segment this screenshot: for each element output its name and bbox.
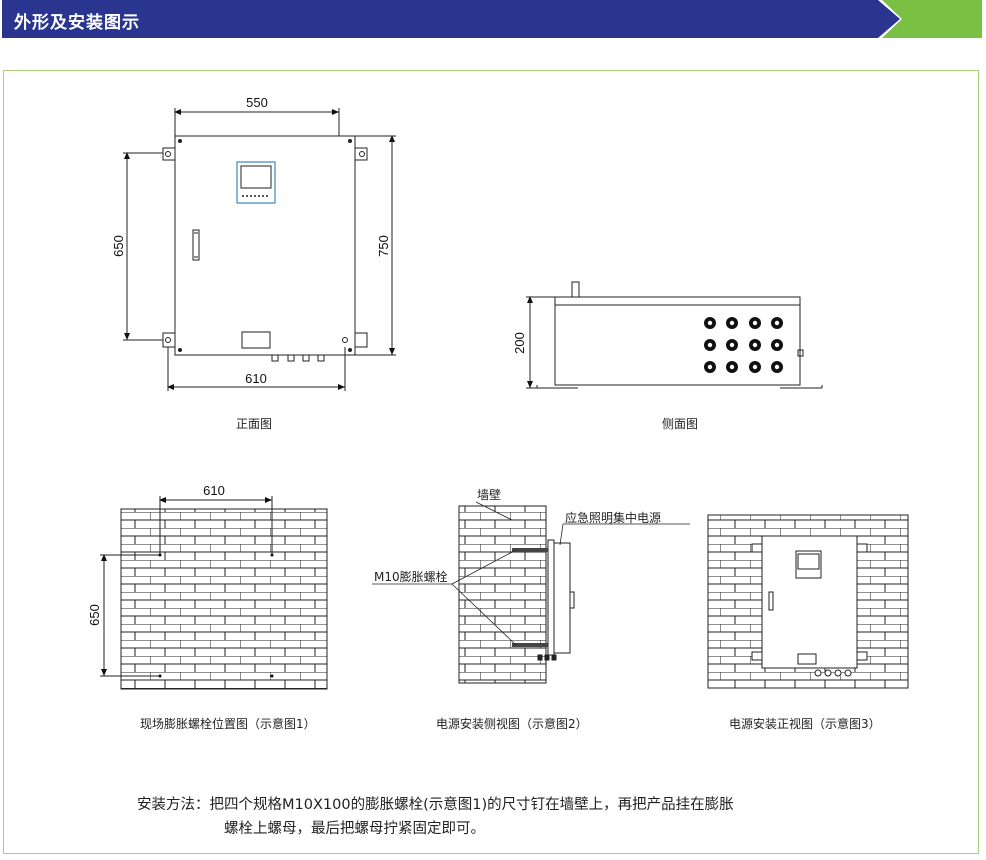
header-banner [2, 0, 982, 38]
installation-note-line-1: 安装方法：把四个规格M10X100的膨胀螺栓(示意图1)的尺寸钉在墙壁上，再把产… [137, 797, 734, 813]
install-1-dim-top: 610 [203, 483, 225, 498]
front-dim-bottom: 610 [245, 371, 267, 386]
install-2-leaders [372, 501, 690, 646]
install-1-wall [120, 508, 328, 690]
front-view [123, 108, 396, 391]
content-frame [3, 70, 979, 854]
install-1-dimensions [100, 496, 273, 677]
section-header: 外形及安装图示 [2, 0, 982, 40]
install-1-dim-left: 650 [87, 604, 102, 626]
label-expansion-bolt: M10膨胀螺栓 [374, 570, 448, 584]
header-title: 外形及安装图示 [14, 13, 140, 33]
front-view-caption: 正面图 [236, 417, 273, 431]
install-2-caption: 电源安装侧视图（示意图2） [436, 717, 588, 731]
front-dim-left: 650 [111, 235, 126, 257]
side-dim-height: 200 [512, 332, 527, 354]
install-2-cabinet [537, 539, 575, 661]
front-dim-top: 550 [246, 95, 268, 110]
side-view-caption: 侧面图 [662, 417, 699, 431]
install-3-cabinet [751, 535, 868, 677]
front-dim-right: 750 [376, 235, 391, 257]
installation-note: 安装方法：把四个规格M10X100的膨胀螺栓(示意图1)的尺寸钉在墙壁上，再把产… [137, 793, 734, 841]
installation-note-line-2: 螺栓上螺母，最后把螺母拧紧固定即可。 [224, 821, 485, 837]
install-2-bolts [512, 548, 548, 647]
install-2-wall [458, 505, 547, 684]
install-3-caption: 电源安装正视图（示意图3） [729, 717, 881, 731]
label-wall: 墙壁 [477, 488, 502, 502]
install-1-caption: 现场膨胀螺栓位置图（示意图1） [140, 717, 316, 731]
install-1-bolt-points [158, 553, 274, 678]
label-power-supply: 应急照明集中电源 [565, 511, 662, 525]
